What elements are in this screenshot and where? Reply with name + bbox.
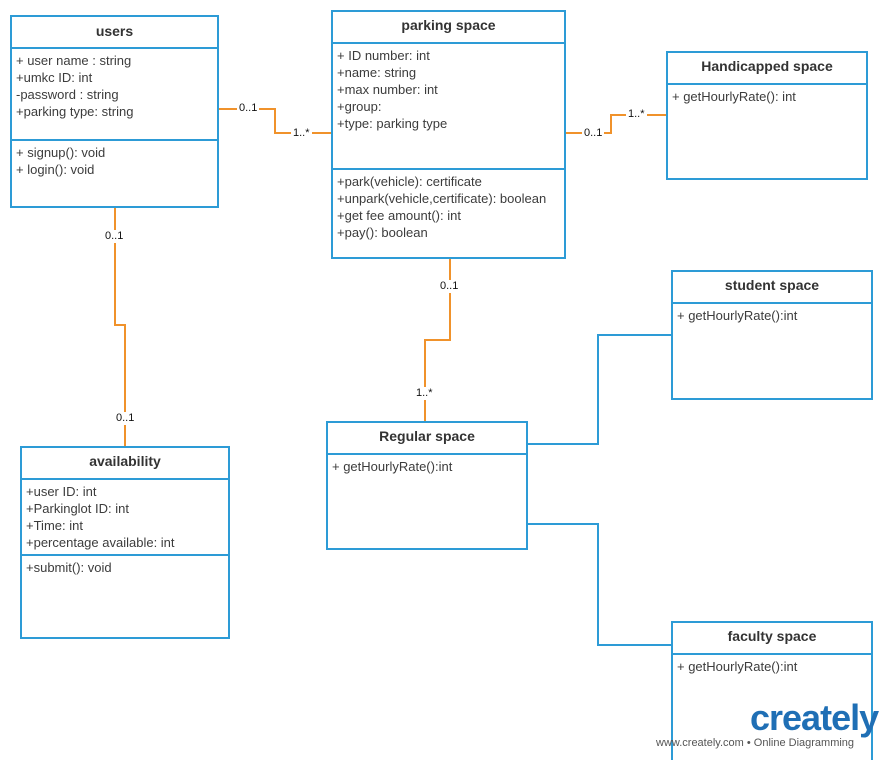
link-regular-student	[527, 334, 671, 445]
method: + signup(): void	[16, 145, 106, 160]
class-name: users	[12, 17, 217, 49]
method: +pay(): boolean	[337, 225, 428, 240]
class-name: faculty space	[673, 623, 871, 655]
attribute: +user ID: int	[26, 484, 97, 499]
method: + login(): void	[16, 162, 95, 177]
creately-logo: creately	[750, 697, 879, 738]
attribute: +percentage available: int	[26, 535, 175, 550]
link-regular-faculty	[527, 523, 671, 646]
method-list: + signup(): void + login(): void	[12, 141, 217, 181]
multiplicity-label: 0..1	[103, 230, 126, 243]
class-name: availability	[22, 448, 228, 480]
attribute: + ID number: int	[337, 48, 430, 63]
method: + getHourlyRate(): int	[672, 89, 796, 104]
attribute: +umkc ID: int	[16, 70, 93, 85]
class-users[interactable]: users + user name : string +umkc ID: int…	[10, 15, 219, 208]
class-parking-space[interactable]: parking space + ID number: int +name: st…	[331, 10, 566, 259]
class-availability[interactable]: availability +user ID: int +Parkinglot I…	[20, 446, 230, 639]
attribute: +parking type: string	[16, 104, 134, 119]
multiplicity-label: 0..1	[582, 127, 605, 140]
association-parking-regular	[424, 259, 451, 421]
attribute-list: + ID number: int +name: string +max numb…	[333, 44, 564, 170]
class-faculty-space[interactable]: faculty space + getHourlyRate():int	[671, 621, 873, 760]
multiplicity-label: 0..1	[237, 102, 260, 115]
attribute: +max number: int	[337, 82, 438, 97]
method: +park(vehicle): certificate	[337, 174, 482, 189]
class-regular-space[interactable]: Regular space + getHourlyRate():int	[326, 421, 528, 550]
attribute: +type: parking type	[337, 116, 448, 131]
attribute: +name: string	[337, 65, 417, 80]
class-handicapped-space[interactable]: Handicapped space + getHourlyRate(): int	[666, 51, 868, 180]
class-name: parking space	[333, 12, 564, 44]
attribute: + user name : string	[16, 53, 132, 68]
method: +submit(): void	[26, 560, 112, 575]
method-list: +park(vehicle): certificate +unpark(vehi…	[333, 170, 564, 244]
class-name: Regular space	[328, 423, 526, 455]
class-name: Handicapped space	[668, 53, 866, 85]
method-list: + getHourlyRate():int	[328, 455, 526, 478]
class-student-space[interactable]: student space + getHourlyRate():int	[671, 270, 873, 400]
method: +get fee amount(): int	[337, 208, 461, 223]
method: + getHourlyRate():int	[332, 459, 453, 474]
method-list: + getHourlyRate(): int	[668, 85, 866, 108]
attribute-list: + user name : string +umkc ID: int -pass…	[12, 49, 217, 141]
attribute-list: +user ID: int +Parkinglot ID: int +Time:…	[22, 480, 228, 556]
multiplicity-label: 0..1	[438, 280, 461, 293]
multiplicity-label: 1..*	[626, 108, 647, 121]
multiplicity-label: 1..*	[291, 127, 312, 140]
method: +unpark(vehicle,certificate): boolean	[337, 191, 547, 206]
attribute: +Parkinglot ID: int	[26, 501, 129, 516]
method-list: + getHourlyRate():int	[673, 655, 871, 678]
method-list: +submit(): void	[22, 556, 228, 579]
watermark-tagline: www.creately.com • Online Diagramming	[656, 737, 855, 749]
class-name: student space	[673, 272, 871, 304]
attribute: +Time: int	[26, 518, 83, 533]
multiplicity-label: 0..1	[114, 412, 137, 425]
attribute: +group:	[337, 99, 382, 114]
association-users-availability	[114, 208, 126, 446]
association-parking-handicapped	[566, 114, 666, 134]
association-users-parking	[219, 108, 331, 134]
attribute: -password : string	[16, 87, 119, 102]
method: + getHourlyRate():int	[677, 659, 798, 674]
multiplicity-label: 1..*	[414, 387, 435, 400]
method-list: + getHourlyRate():int	[673, 304, 871, 327]
method: + getHourlyRate():int	[677, 308, 798, 323]
